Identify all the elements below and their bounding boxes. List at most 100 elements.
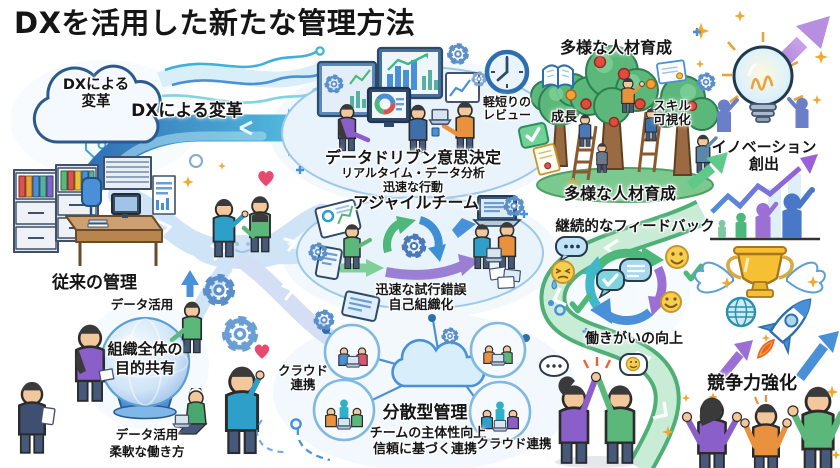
talent-tree-section xyxy=(517,45,728,203)
arrow-up-icon xyxy=(181,270,199,297)
tablet-icon xyxy=(341,290,381,322)
donut-monitor-icon xyxy=(366,86,412,127)
team-circle xyxy=(312,378,376,442)
data-driven-title: データドリブン意思決定 xyxy=(324,148,502,167)
cloud-label-line2: 変革 xyxy=(81,94,111,110)
sparkle-icon xyxy=(218,162,226,170)
certificate-icon xyxy=(532,143,561,176)
sparkle-icon xyxy=(734,10,746,22)
rocket-icon xyxy=(756,298,812,359)
globe-icon xyxy=(725,296,757,328)
celebrating-people xyxy=(662,385,840,468)
desk-icon xyxy=(65,215,163,231)
cloud-coop-left-line1: クラウド xyxy=(277,363,329,378)
plus-marks xyxy=(296,28,701,335)
clap-lines-icon xyxy=(582,357,612,369)
innovation-line2: 創出 xyxy=(748,155,780,173)
page-title: DXを活用した新たな管理方法 xyxy=(14,6,416,40)
flexible-work-label: 柔軟な働き方 xyxy=(109,444,185,459)
cloud-icon xyxy=(32,64,162,144)
feedback-title: 継続的なフィードバック xyxy=(555,219,715,235)
distributed-sub2: 信頼に基づく連携 xyxy=(372,442,478,457)
cloud-coop-left-line2: 連携 xyxy=(290,377,316,392)
growth-label: 成長 xyxy=(550,110,578,125)
sparkle-icon xyxy=(182,176,194,188)
trophy-icon xyxy=(694,246,826,298)
talent-top-label: 多様な人材育成 xyxy=(559,38,673,57)
high-five-people xyxy=(539,353,648,468)
innovation-section xyxy=(692,10,830,132)
papers-icon xyxy=(488,266,521,289)
data-use-bottom-label: データ活用 xyxy=(115,427,179,442)
arrow-icon xyxy=(686,152,728,190)
competitiveness-section xyxy=(694,246,839,402)
traditional-office xyxy=(13,156,176,266)
data-driven-sub2: 迅速な行動 xyxy=(382,180,444,194)
sparkle-icon xyxy=(831,450,840,460)
chair-icon xyxy=(81,177,102,207)
walking-people xyxy=(182,162,274,258)
smiley-icon xyxy=(665,245,689,269)
arrow-label: DXによる変革 xyxy=(131,101,243,121)
review-label-line1: 軽短りの xyxy=(482,95,532,109)
distributed-sub1: チームの主体性向上 xyxy=(369,426,487,441)
agile-section xyxy=(296,195,544,322)
work-satisfaction-label: 働きがいの向上 xyxy=(585,331,683,347)
feedback-cycle-icon xyxy=(582,246,670,326)
heart-icon xyxy=(258,170,274,187)
book-icon xyxy=(542,64,574,89)
laptop-icon xyxy=(472,195,522,227)
crying-icon xyxy=(551,260,575,290)
cycle-arrows-icon xyxy=(382,216,446,262)
data-driven-section xyxy=(281,46,559,200)
org-goal-line2: 目的共有 xyxy=(114,359,176,377)
review-label-line2: レビュー xyxy=(482,108,532,122)
skill-label-line2: 可視化 xyxy=(653,112,691,127)
feedback-cycle xyxy=(548,236,701,326)
laptop-icon xyxy=(428,108,452,125)
data-use-top-label: データ活用 xyxy=(110,297,174,312)
laptop-icon xyxy=(483,247,505,263)
speech-bubble-icon xyxy=(539,355,569,377)
growth-chart-icon xyxy=(710,154,820,241)
phone-icon xyxy=(314,245,343,281)
team-circle xyxy=(323,323,381,381)
cloud-label-line1: DXによる xyxy=(62,77,130,93)
team-circle xyxy=(468,380,532,444)
person-silhouette xyxy=(716,97,809,132)
talent-bottom-label: 多様な人材育成 xyxy=(563,184,677,203)
sparkle-icon xyxy=(681,393,691,403)
data-driven-sub1: リアルタイム・データ分析 xyxy=(341,166,485,180)
traditional-label: 従来の管理 xyxy=(52,273,137,293)
distributed-section xyxy=(290,312,532,462)
heart-icon xyxy=(254,344,270,359)
certificate-icon xyxy=(656,59,687,85)
grass-icon xyxy=(567,178,657,193)
arrow-icon xyxy=(452,218,476,238)
agile-sub1: 迅速な試行錯誤 xyxy=(375,283,467,298)
arrow-icon xyxy=(718,331,839,381)
innovation-line1: イノベーション xyxy=(711,138,817,156)
decor-gears xyxy=(181,28,701,347)
speech-bubble-icon xyxy=(555,236,588,263)
team-circle xyxy=(469,321,527,379)
sparkle-icon xyxy=(814,50,828,64)
cloud-coop-right-label: クラウド連携 xyxy=(476,436,552,451)
apple-icon xyxy=(565,55,698,128)
gear-icon xyxy=(699,75,713,89)
gear-icon xyxy=(450,46,466,62)
clock-icon xyxy=(484,49,530,95)
check-card-icon xyxy=(517,122,550,149)
distributed-title: 分散型管理 xyxy=(382,403,468,423)
kneeling-person xyxy=(172,387,208,435)
agile-sub2: 自己組織化 xyxy=(388,298,454,313)
smiley-bubble-icon xyxy=(619,353,648,376)
sparkle-icon xyxy=(812,95,822,105)
sparkle-icon xyxy=(695,59,705,69)
shared-goal-section xyxy=(18,300,285,455)
competitiveness-label: 競争力強化 xyxy=(707,373,797,394)
whiteboard-icon xyxy=(445,72,480,103)
lightbulb-icon xyxy=(732,45,794,123)
